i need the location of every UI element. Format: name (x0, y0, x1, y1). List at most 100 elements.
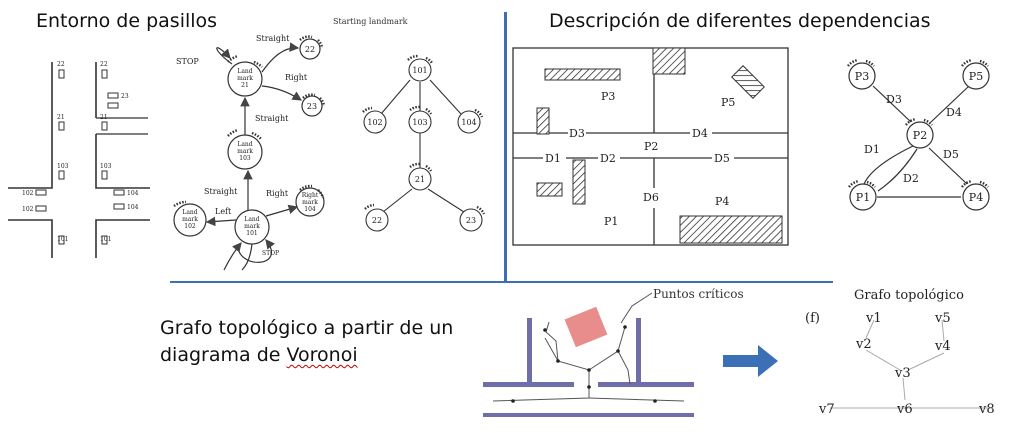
voronoi-caption: Grafo topológico a partir de un diagrama… (160, 315, 453, 369)
landmark-node-label: 103 (239, 155, 251, 162)
landmark-edge-labels: STOP Straight Right Straight Straight Ri… (176, 34, 308, 257)
landmark-node-label: 102 (184, 223, 196, 230)
door-label: D1 (545, 152, 561, 165)
rooms-title: Descripción de diferentes dependencias (549, 10, 931, 32)
hallway-label: 21 (57, 114, 65, 121)
voronoi-diagram (483, 292, 694, 417)
hallway-label: 104 (127, 190, 139, 197)
edge-label-left: Left (215, 207, 232, 216)
room-node-label: P3 (855, 70, 869, 83)
room-node-label: P5 (969, 70, 983, 83)
hallway-label: 103 (57, 163, 69, 170)
topo-tag: (f) (805, 311, 820, 326)
topo-node: v2 (855, 337, 872, 352)
room-label: P5 (721, 96, 735, 109)
tree-node-labels: 101 102 103 104 21 22 23 (367, 66, 476, 225)
landmark-node-label: Right (302, 192, 319, 199)
edge-label-stop-top: STOP (176, 57, 199, 66)
edge-label-right-low: Right (266, 189, 289, 198)
door-label: D3 (569, 127, 585, 140)
hallway-label: 101 (100, 236, 111, 243)
floor-plan-labels: P3 P5 P2 P1 P4 D3 D4 D1 D2 D5 D6 (545, 90, 735, 228)
landmark-node-label: mark (244, 223, 260, 230)
topo-node: v3 (894, 366, 911, 381)
landmark-node-label: mark (302, 199, 318, 206)
landmark-node-labels: Land mark 21 Land mark 103 Land mark 101… (182, 45, 319, 237)
door-label: D4 (692, 127, 708, 140)
voronoi-caption-line1: Grafo topológico a partir de un (160, 317, 454, 339)
topological-labels: Grafo topológico (f) v1 v5 v2 v4 v3 v7 v… (805, 288, 995, 417)
edge-label-straight-low: Straight (204, 187, 238, 196)
room-graph (847, 58, 990, 211)
hallway-label: 22 (57, 61, 65, 68)
horizontal-separator (170, 281, 833, 283)
hallway-labels: 22 22 23 21 21 103 103 102 102 104 104 1… (22, 61, 139, 243)
room-node-label: P2 (913, 129, 927, 142)
landmark-node-label: 22 (305, 45, 315, 54)
room-label: P3 (601, 90, 615, 103)
landmark-graph (173, 35, 326, 271)
landmark-node-label: mark (237, 148, 253, 155)
landmark-node-label: Land (182, 209, 197, 216)
edge-label-straight-mid: Straight (255, 114, 289, 123)
room-edge-label: D1 (864, 143, 880, 156)
hallway-label: 102 (22, 190, 34, 197)
room-node-label: P1 (856, 191, 870, 204)
room-label: P4 (715, 195, 729, 208)
floor-plan-obstacles (536, 47, 783, 244)
tree-node-label: 104 (461, 118, 476, 127)
hallway-label: 103 (100, 163, 112, 170)
room-edge-label: D2 (903, 172, 919, 185)
tree-node-label: 21 (415, 175, 425, 184)
tree-node-label: 101 (412, 66, 427, 75)
hallway-title: Entorno de pasillos (36, 10, 218, 32)
hallway-label: 101 (57, 236, 68, 243)
landmark-node-label: 101 (246, 230, 257, 237)
topo-node: v4 (934, 339, 951, 354)
hallway-label: 22 (100, 61, 108, 68)
door-label: D2 (600, 152, 616, 165)
topo-node: v6 (896, 402, 913, 417)
room-node-label: P4 (969, 191, 983, 204)
topo-node: v5 (934, 311, 951, 326)
topo-node: v8 (978, 402, 995, 417)
landmark-node-label: 21 (241, 82, 249, 89)
landmark-node-label: mark (237, 75, 253, 82)
critical-points-label: Puntos críticos (653, 287, 744, 301)
landmark-node-label: Land (237, 141, 252, 148)
hallway-label: 104 (127, 204, 139, 211)
hallway-label: 102 (22, 206, 34, 213)
landmark-node-label: Land (237, 68, 252, 75)
room-edge-label: D4 (946, 106, 962, 119)
door-label: D5 (714, 152, 730, 165)
room-label: P1 (604, 215, 618, 228)
voronoi-caption-line2: diagrama de Voronoi (160, 344, 358, 366)
topological-graph (830, 319, 988, 409)
room-graph-labels: P3 P5 P2 P1 P4 D3 D4 D1 D5 D2 (855, 70, 983, 204)
edge-label-straight-top: Straight (256, 34, 290, 43)
voronoi-word: Voronoi (286, 344, 358, 366)
room-edge-label: D5 (943, 148, 959, 161)
hallway-label: 21 (100, 114, 108, 121)
tree-node-label: 23 (466, 216, 476, 225)
room-label: P2 (644, 140, 658, 153)
door-label: D6 (643, 191, 659, 204)
edge-label-stop-bottom: STOP (262, 250, 279, 257)
tree-node-label: 22 (372, 216, 382, 225)
room-edge-label: D3 (886, 93, 902, 106)
topo-node: v7 (818, 402, 835, 417)
topo-title: Grafo topológico (854, 288, 964, 303)
tree-node-label: 102 (367, 118, 382, 127)
topo-node: v1 (865, 311, 882, 326)
starting-landmark-label: Starting landmark (333, 17, 408, 26)
landmark-node-label: Land (244, 216, 259, 223)
tree-node-label: 103 (412, 118, 427, 127)
edge-label-right-top: Right (285, 73, 308, 82)
landmark-node-label: mark (182, 216, 198, 223)
hallway-label: 23 (121, 93, 129, 100)
hallway-map (8, 62, 150, 258)
arrow-right-icon (723, 345, 778, 377)
landmark-node-label: 104 (304, 206, 316, 213)
landmark-node-label: 23 (307, 102, 317, 111)
